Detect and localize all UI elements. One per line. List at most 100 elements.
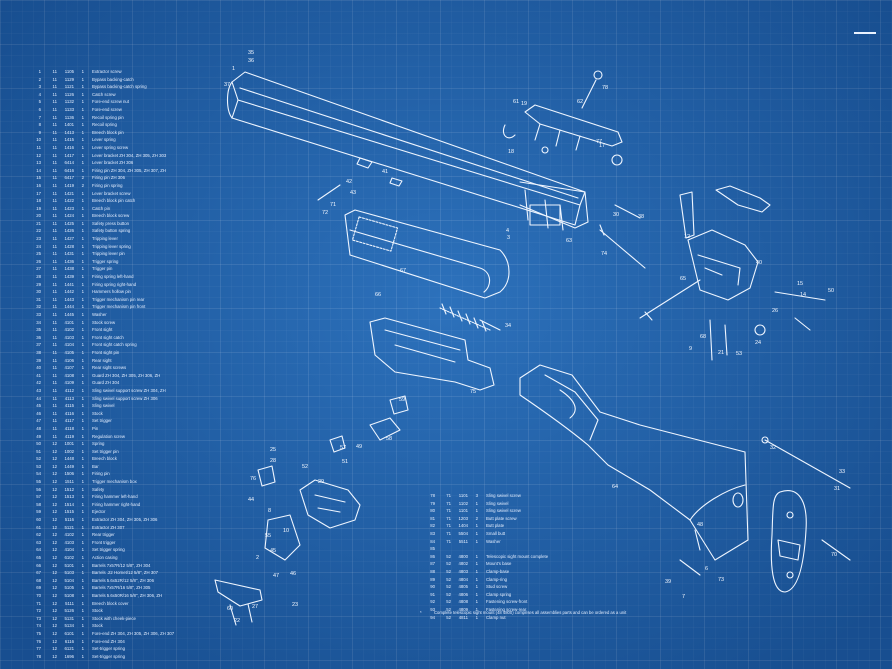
catalog-number: 1416: [64, 144, 74, 150]
part-name: Breech block cover: [92, 600, 129, 606]
callout-number: 62: [577, 99, 583, 105]
group-code: 11: [52, 236, 57, 242]
part-number: 10: [36, 137, 41, 143]
catalog-number: 6102: [64, 555, 74, 560]
catalog-number: 6116: [64, 638, 74, 644]
quantity: 1: [81, 213, 84, 219]
quantity: 2: [81, 175, 84, 181]
quantity: 1: [81, 342, 84, 348]
part-name: Set trigger spring: [92, 547, 125, 553]
group-code: 11: [52, 69, 57, 74]
part-name: Lever spring screw: [92, 144, 129, 150]
group-code: 11: [52, 213, 57, 219]
quantity: 1: [81, 266, 84, 272]
part-name: Barrels .22 Hornet/12 5/8", ZH 307: [92, 570, 159, 576]
group-code: 71: [446, 515, 451, 521]
quantity: 1: [81, 190, 84, 196]
part-name: Safety button spring: [92, 228, 131, 234]
group-code: 12: [52, 600, 57, 606]
quantity: 1: [81, 463, 84, 469]
catalog-number: 1436: [64, 258, 74, 264]
part-number: 50: [36, 441, 41, 447]
catalog-number: 4808: [458, 599, 468, 605]
group-code: 11: [52, 220, 57, 226]
footnote: * Complete telescopic sight mount (48 48…: [420, 610, 640, 616]
quantity: 1: [81, 137, 84, 143]
part-name: Hammers hollow pin: [92, 289, 131, 295]
catalog-number: 5111: [65, 600, 74, 606]
part-number: 57: [36, 494, 41, 500]
quantity: 1: [81, 532, 84, 538]
part-number: 79: [430, 500, 435, 506]
group-code: 12: [52, 646, 57, 652]
group-code: 12: [52, 471, 57, 477]
group-code: 52: [446, 614, 451, 620]
part-number: 44: [36, 395, 41, 401]
callout-number: 2: [256, 555, 259, 561]
part-number: 19: [36, 205, 41, 211]
catalog-number: 1203: [458, 515, 468, 521]
part-number: 39: [36, 357, 41, 363]
quantity: 1: [81, 486, 84, 492]
callout-number: 17: [599, 143, 605, 149]
quantity: 1: [81, 441, 84, 447]
catalog-number: 1413: [64, 129, 74, 135]
part-name: Stock: [92, 608, 103, 614]
part-number: 2: [38, 76, 41, 82]
quantity: 1: [81, 365, 84, 371]
group-code: 12: [52, 524, 57, 530]
quantity: 1: [81, 539, 84, 545]
part-name: Firing spring left-hand: [92, 274, 134, 280]
callout-number: 23: [292, 602, 298, 608]
part-number: 15: [36, 175, 41, 181]
part-name: Small butt: [486, 530, 506, 536]
group-code: 52: [446, 599, 451, 605]
catalog-number: 4118: [64, 425, 74, 431]
catalog-number: 1512: [64, 486, 74, 492]
part-name: Rear sight: [92, 357, 112, 363]
group-code: 71: [446, 538, 451, 544]
part-name: Firing spring right-hand: [92, 281, 137, 287]
callout-number: 46: [290, 571, 296, 577]
callout-number: 22: [234, 618, 240, 624]
catalog-number: 4109: [64, 380, 74, 386]
catalog-number: 1001: [64, 441, 74, 447]
group-code: 11: [52, 167, 57, 173]
part-number: 23: [36, 236, 41, 242]
catalog-number: 1417: [64, 152, 74, 158]
part-name: Rear sight screws: [92, 365, 127, 371]
part-name: Pin: [92, 425, 99, 431]
callout-number: 6: [705, 566, 708, 572]
part-name: Set-trigger spring: [92, 646, 125, 652]
part-name: Catch screw: [92, 91, 116, 97]
part-number: 11: [36, 144, 41, 150]
quantity: 1: [81, 410, 84, 416]
group-code: 12: [52, 479, 57, 485]
part-name: Safety: [92, 486, 105, 492]
callout-number: 44: [248, 497, 254, 503]
group-code: 11: [52, 243, 57, 249]
group-code: 11: [52, 357, 57, 363]
quantity: 1: [81, 471, 84, 477]
quantity: 1: [81, 304, 84, 310]
catalog-number: 1511: [64, 479, 74, 485]
catalog-number: 1428: [64, 243, 74, 249]
part-number: 7: [38, 114, 41, 120]
part-number: 17: [36, 190, 41, 196]
part-name: Butt plate: [486, 523, 505, 529]
group-code: 52: [446, 606, 451, 612]
group-code: 11: [52, 228, 57, 234]
quantity: 1: [475, 508, 478, 514]
